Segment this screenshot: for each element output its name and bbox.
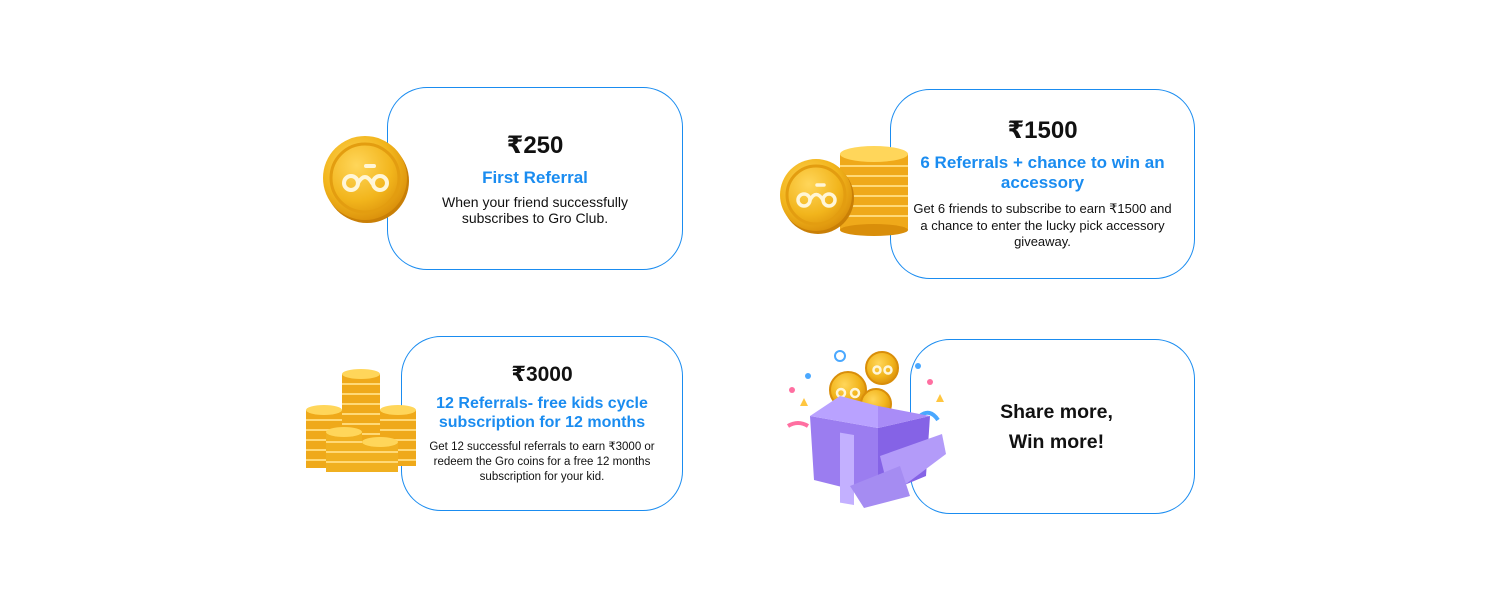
- reward-description: Get 12 successful referrals to earn ₹300…: [429, 441, 655, 483]
- reward-amount: ₹1500: [1007, 117, 1078, 145]
- reward-description: Get 6 friends to subscribe to earn ₹1500…: [913, 201, 1172, 250]
- single-coin-icon: [323, 136, 409, 223]
- reward-card-first-referral: ₹250 First Referral When your friend suc…: [387, 87, 683, 270]
- win-more-text: Win more!: [1008, 430, 1105, 453]
- coin-with-stack-icon: [780, 146, 908, 236]
- reward-card-twelve-referrals: ₹3000 12 Referrals- free kids cycle subs…: [401, 336, 683, 511]
- share-more-card: Share more, Win more!: [910, 339, 1195, 514]
- reward-title: 12 Referrals- free kids cycle subscripti…: [436, 395, 648, 431]
- reward-description: When your friend successfully subscribes…: [442, 193, 628, 226]
- reward-amount: ₹250: [506, 131, 564, 159]
- reward-title: First Referral: [482, 167, 588, 187]
- gift-box-with-coins-icon: [786, 350, 946, 508]
- coin-stacks-icon: [306, 369, 416, 472]
- reward-amount: ₹3000: [511, 363, 573, 386]
- reward-title: 6 Referrals + chance to win an accessory: [920, 153, 1165, 193]
- reward-card-six-referrals: ₹1500 6 Referrals + chance to win an acc…: [890, 89, 1195, 279]
- share-more-text: Share more,: [1000, 400, 1113, 423]
